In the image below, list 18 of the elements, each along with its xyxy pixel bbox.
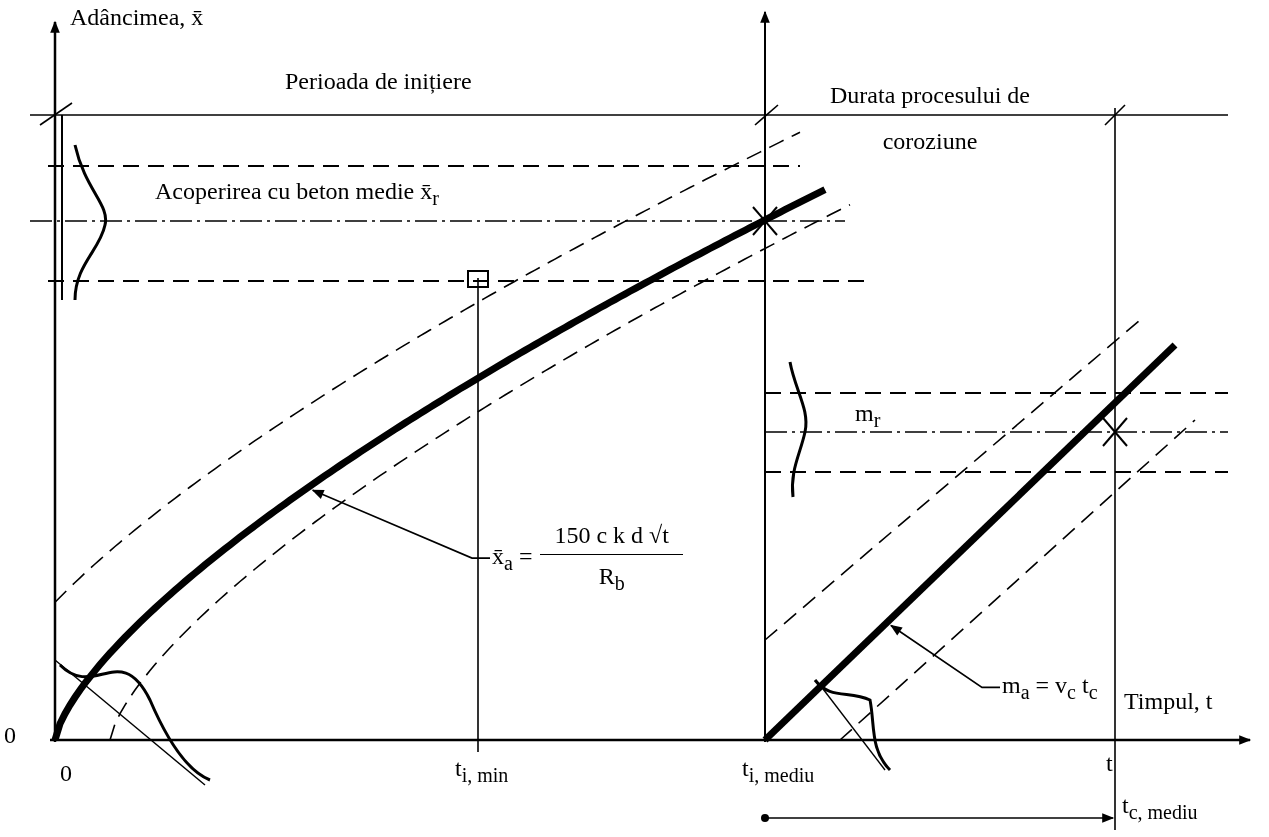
axis-title: Adâncimea, x̄ — [70, 4, 204, 31]
axis-value: 0 — [60, 760, 72, 787]
leader-line — [311, 489, 491, 559]
leader-line — [890, 624, 1001, 689]
axis-value: t$_{c, mediu}$ — [1122, 792, 1198, 823]
axis-value: t — [1106, 750, 1113, 777]
level-label: m$_{r}$ — [855, 400, 881, 431]
axis-value: t$_{i, mediu}$ — [742, 755, 815, 786]
axis-value: 0 — [4, 722, 16, 749]
period-label: Durata procesului de coroziune — [829, 81, 1031, 156]
formula-lhs: x̄$_{a}$ = — [492, 542, 533, 574]
axis-title: Timpul, t — [1124, 688, 1213, 715]
formula: m$_{a}$ = v$_{c}$ t$_{c}$ — [1002, 672, 1098, 703]
axis-value: t$_{i, min}$ — [455, 755, 509, 786]
fraction-numerator: 150 c k d √t — [540, 522, 683, 556]
period-label: Perioada de inițiere — [285, 68, 472, 95]
fraction-denominator: R$_{b}$ — [598, 562, 625, 595]
level-label: Acoperirea cu beton medie x̄$_{r}$ — [155, 178, 439, 209]
